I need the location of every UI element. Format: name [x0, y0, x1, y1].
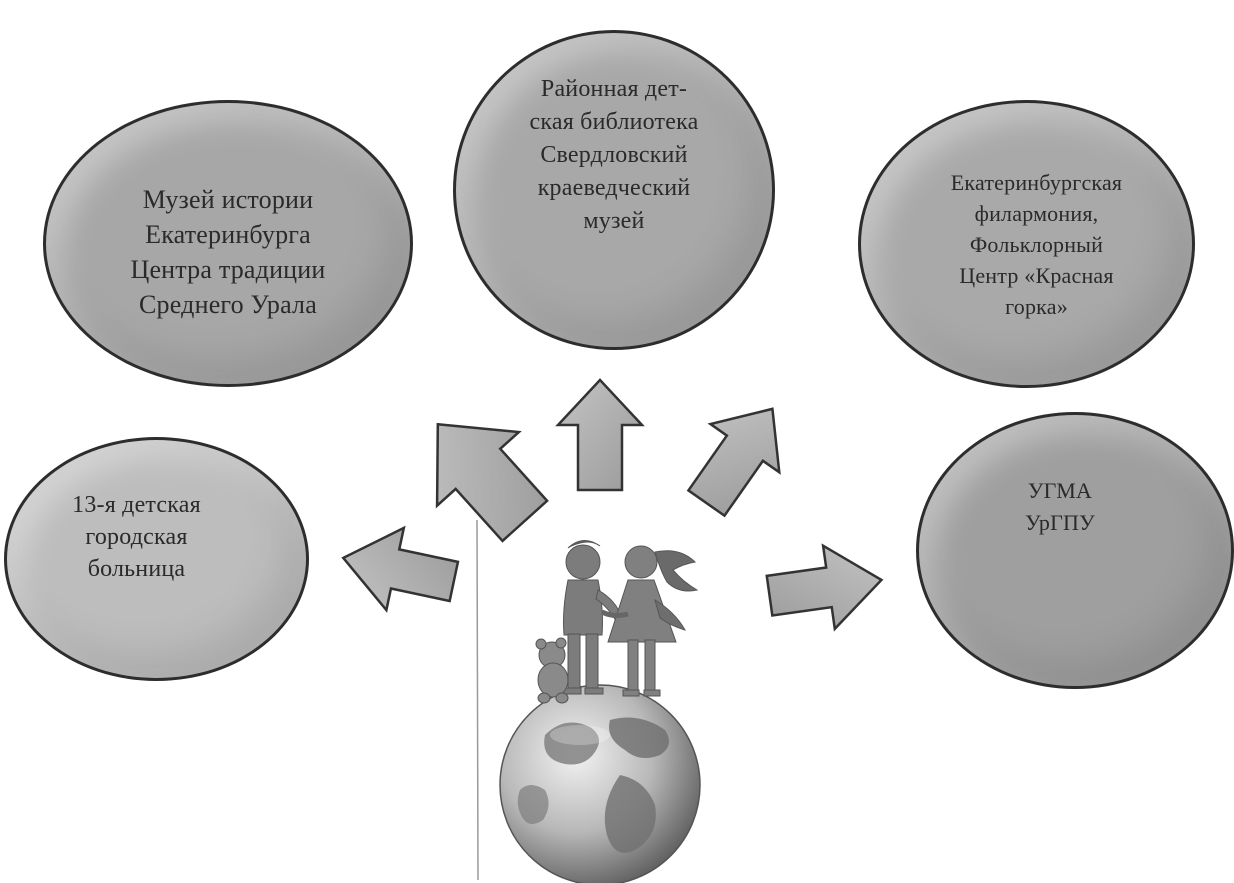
arrow-to-children-hospital [341, 525, 460, 613]
node-universities-label: УГМА УрГПУ [1025, 477, 1095, 535]
node-children-hospital: 13-я детская городская больница [4, 437, 309, 681]
node-history-museum-label: Музей истории Екатеринбурга Центра тради… [130, 184, 326, 319]
divider-line [476, 519, 479, 881]
node-history-museum: Музей истории Екатеринбурга Центра тради… [43, 100, 413, 387]
children-on-globe-icon [499, 540, 701, 883]
node-children-hospital-label: 13-я детская городская больница [72, 492, 201, 582]
arrow-to-universities [765, 543, 884, 632]
node-children-library: Районная дет- ская библиотека Свердловск… [453, 30, 775, 350]
arrow-to-children-library [555, 378, 645, 492]
arrow-to-history-museum [435, 422, 549, 543]
arrow-to-philharmonic [686, 407, 781, 518]
node-philharmonic: Екатеринбургская филармония, Фольклорный… [858, 100, 1195, 388]
node-philharmonic-label: Екатеринбургская филармония, Фольклорный… [950, 169, 1123, 319]
node-universities: УГМА УрГПУ [916, 412, 1234, 689]
node-children-library-label: Районная дет- ская библиотека Свердловск… [529, 75, 699, 234]
